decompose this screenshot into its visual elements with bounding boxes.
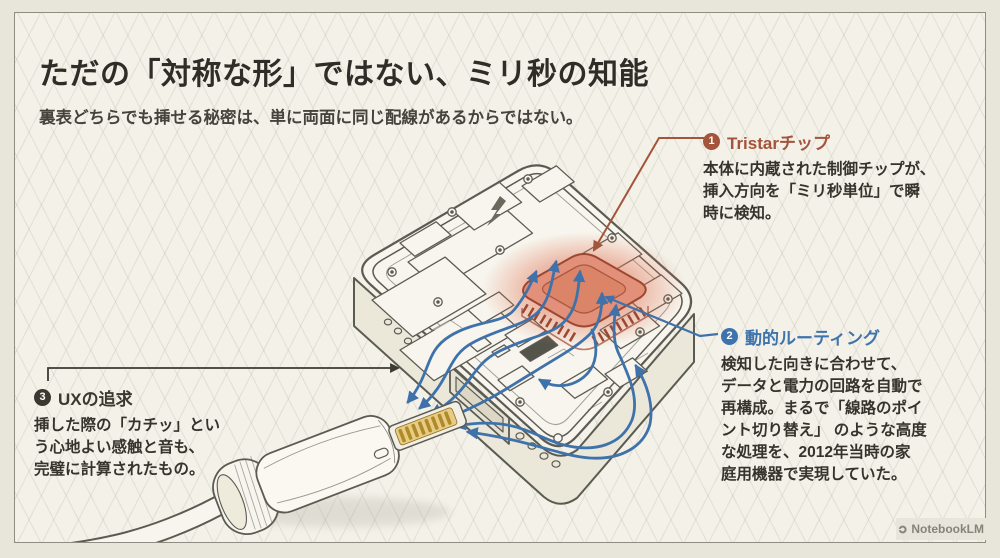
annotation-label: Tristarチップ [727, 134, 830, 153]
watermark-label: NotebookLM [911, 522, 984, 536]
annotation-number-badge: 3 [34, 389, 51, 406]
gold-pins [398, 411, 452, 443]
connector-side-hole [373, 447, 389, 459]
annotation-number-badge: 2 [721, 328, 738, 345]
annotation-ux-pursuit: 3 UXの追求 挿した際の「カチッ」とい う心地よい感触と音も、 完璧に計算され… [34, 385, 274, 481]
phone-teardown-illustration [47, 137, 719, 542]
page-subtitle: 裏表どちらでも挿せる秘密は、単に両面に同じ配線があるからではない。 [39, 108, 583, 127]
leader-line-tristar [592, 137, 704, 252]
phone-side-wall [353, 277, 695, 505]
annotation-label: UXの追求 [58, 390, 133, 409]
page-title: ただの「対称な形」ではない、ミリ秒の知能 [39, 58, 649, 92]
lightning-connector [71, 400, 467, 542]
signal-flow-arrows [406, 259, 653, 460]
annotation-label: 動的ルーティング [745, 329, 880, 348]
annotation-dynamic-routing: 2 動的ルーティング 検知した向きに合わせて、 データと電力の回路を自動で 再構… [721, 324, 961, 486]
annotation-tristar-chip: 1 Tristarチップ 本体に内蔵された制御チップが、 挿入方向を「ミリ秒単位… [703, 129, 965, 225]
chip-pins-right [591, 305, 649, 346]
annotation-body: 本体に内蔵された制御チップが、 挿入方向を「ミリ秒単位」で瞬 時に検知。 [703, 161, 936, 222]
notebooklm-swirl-icon [898, 525, 907, 533]
leader-line-routing [604, 295, 719, 338]
annotation-number-badge: 1 [703, 133, 720, 150]
lightning-bolt-icon [487, 196, 506, 226]
infographic-card: ただの「対称な形」ではない、ミリ秒の知能 裏表どちらでも挿せる秘密は、単に両面に… [14, 12, 986, 543]
annotation-body: 検知した向きに合わせて、 データと電力の回路を自動で 再構成。まるで「線路のポイ… [721, 356, 927, 483]
leader-line-ux [47, 363, 400, 381]
notebooklm-watermark: NotebookLM [896, 518, 986, 540]
annotation-body: 挿した際の「カチッ」とい う心地よい感触と音も、 完璧に計算されたもの。 [34, 417, 221, 478]
